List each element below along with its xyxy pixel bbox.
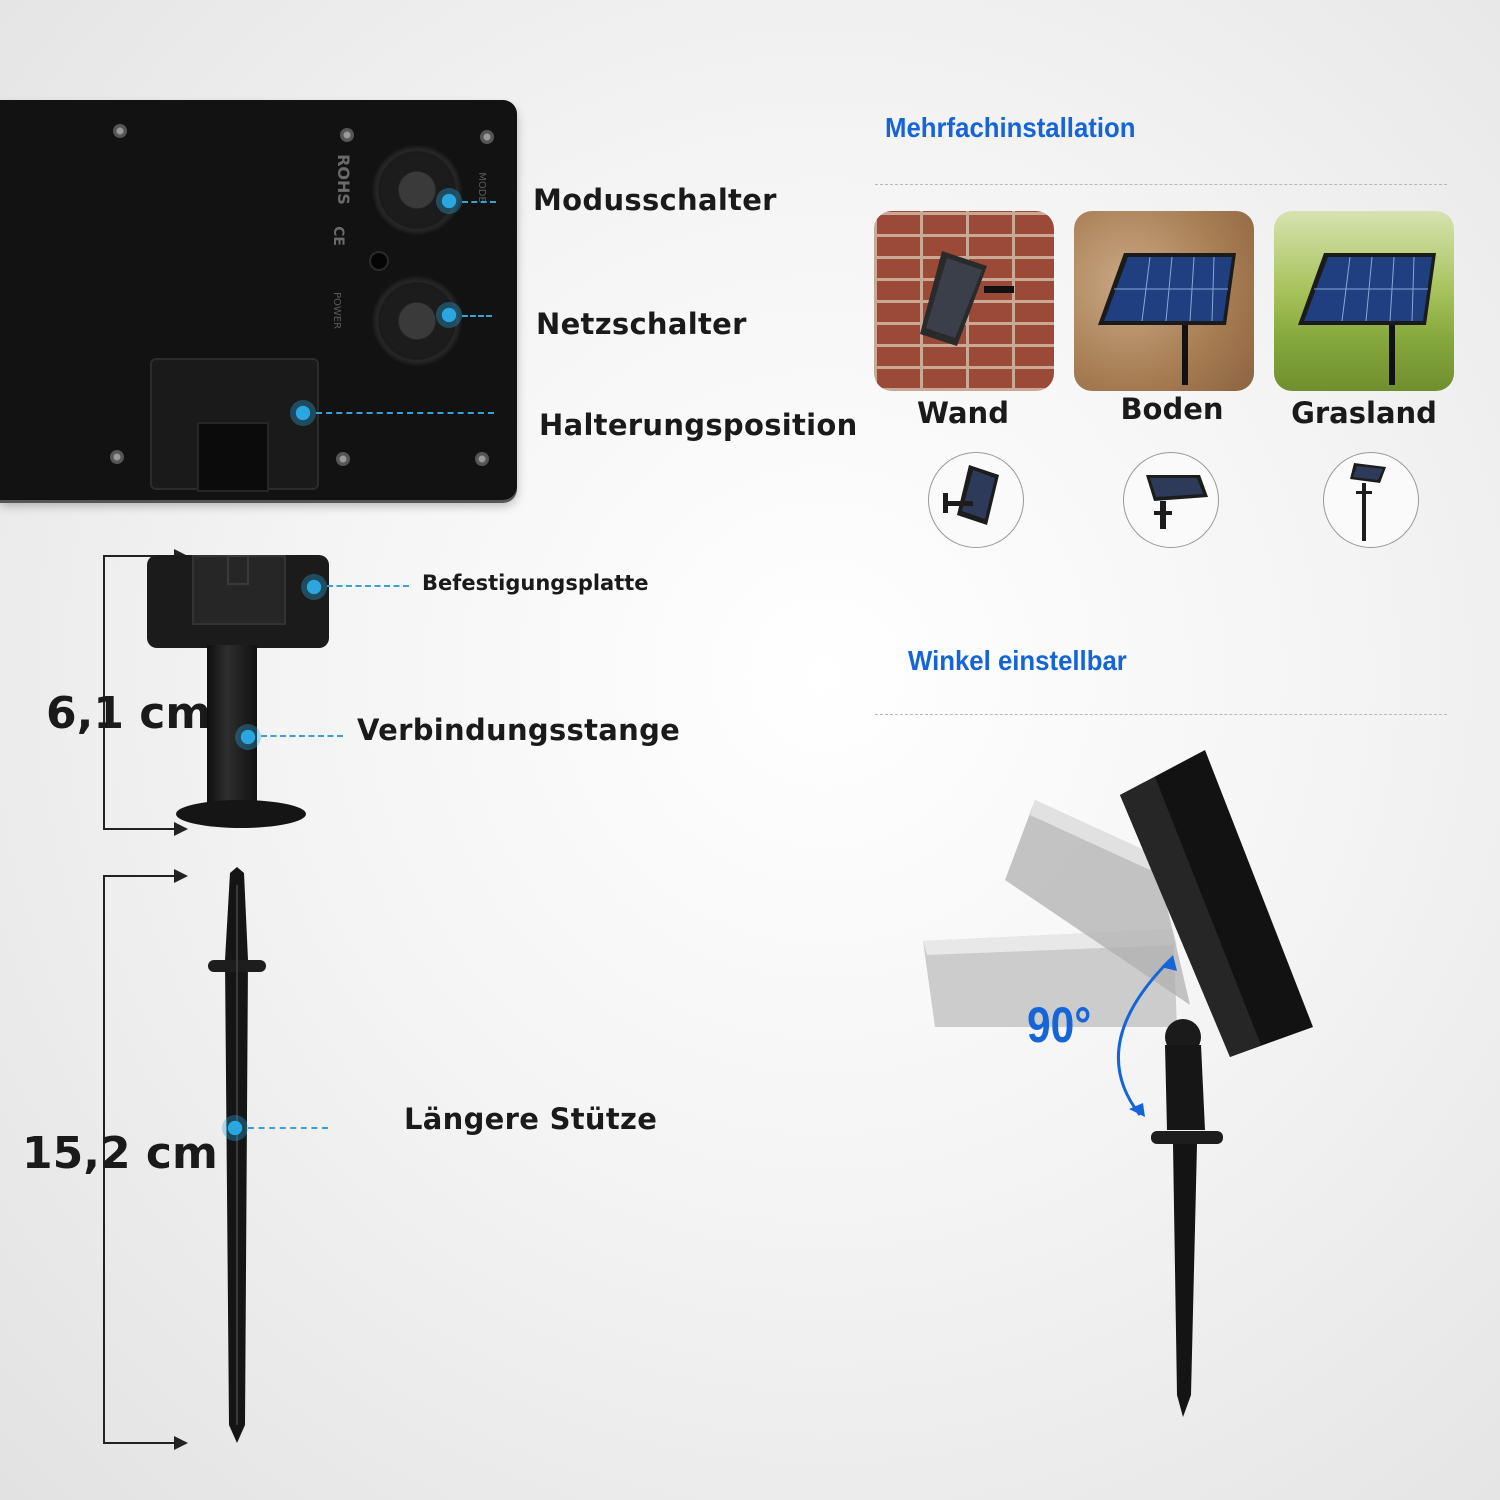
screw bbox=[110, 450, 124, 464]
mounting-plate-leader bbox=[327, 585, 409, 587]
screw bbox=[480, 130, 494, 144]
installation-title: Mehrfachinstallation bbox=[885, 112, 1136, 143]
power-switch-marker bbox=[436, 302, 462, 328]
mount-position-label: Halterungsposition bbox=[539, 408, 858, 442]
installation-option-name: Boden bbox=[1120, 392, 1224, 426]
stake-leader bbox=[248, 1127, 328, 1129]
ground-mount-icon bbox=[1123, 452, 1219, 548]
mounting-plate bbox=[147, 555, 329, 648]
angle-adjust-illustration bbox=[923, 750, 1313, 1417]
screw bbox=[475, 452, 489, 466]
arrow-head-icon bbox=[174, 869, 188, 883]
stake-marker bbox=[222, 1115, 248, 1141]
power-switch-leader bbox=[462, 315, 492, 317]
screw bbox=[113, 124, 127, 138]
ce-marking: CE bbox=[329, 226, 346, 246]
connecting-rod-leader bbox=[261, 735, 343, 737]
grassland-photo bbox=[1274, 211, 1454, 391]
bracket-dimension-bottom bbox=[103, 828, 175, 830]
stake-label: Längere Stütze bbox=[404, 1102, 658, 1136]
arrow-head-icon bbox=[174, 822, 188, 836]
installation-option-name: Grasland bbox=[1291, 396, 1437, 430]
grassland-mount-icon bbox=[1323, 452, 1419, 548]
power-switch-label: Netzschalter bbox=[536, 307, 747, 341]
angle-divider bbox=[875, 714, 1447, 715]
bracket-dimension-top bbox=[103, 555, 175, 557]
bracket-dimension-line bbox=[103, 555, 105, 828]
mode-switch-leader bbox=[462, 201, 496, 203]
mounting-plate-marker bbox=[301, 574, 327, 600]
stake-dimension-line bbox=[103, 875, 105, 1442]
ground-photo bbox=[1074, 211, 1254, 391]
rohs-marking: ROHS bbox=[333, 154, 353, 205]
arrow-head-icon bbox=[174, 1436, 188, 1450]
mount-position-leader bbox=[316, 412, 494, 414]
bracket-base bbox=[176, 800, 306, 828]
stake-height: 15,2 cm bbox=[22, 1128, 218, 1179]
stake-dimension-top bbox=[103, 875, 175, 877]
installation-divider bbox=[875, 184, 1447, 185]
bracket-height: 6,1 cm bbox=[46, 688, 212, 739]
angle-value: 90° bbox=[1027, 997, 1092, 1053]
mode-switch-marker bbox=[436, 188, 462, 214]
mounting-plate-label: Befestigungsplatte bbox=[422, 571, 649, 595]
ground-stake bbox=[208, 867, 266, 1443]
wall-photo bbox=[874, 211, 1054, 391]
solar-panel-back: ROHS CE MODE POWER bbox=[0, 100, 517, 500]
power-marking: POWER bbox=[331, 291, 343, 330]
mode-marking: MODE bbox=[475, 172, 487, 203]
stake-dimension-bottom bbox=[103, 1442, 175, 1444]
connecting-rod-label: Verbindungsstange bbox=[357, 713, 681, 747]
mount-socket bbox=[150, 358, 319, 492]
connecting-rod-marker bbox=[235, 724, 261, 750]
indicator-led bbox=[369, 251, 389, 271]
mode-switch-label: Modusschalter bbox=[533, 183, 777, 217]
screw bbox=[340, 128, 354, 142]
mount-position-marker bbox=[290, 400, 316, 426]
installation-option-name: Wand bbox=[917, 396, 1009, 430]
wall-mount-icon bbox=[928, 452, 1024, 548]
screw bbox=[336, 452, 350, 466]
angle-title: Winkel einstellbar bbox=[908, 645, 1127, 676]
